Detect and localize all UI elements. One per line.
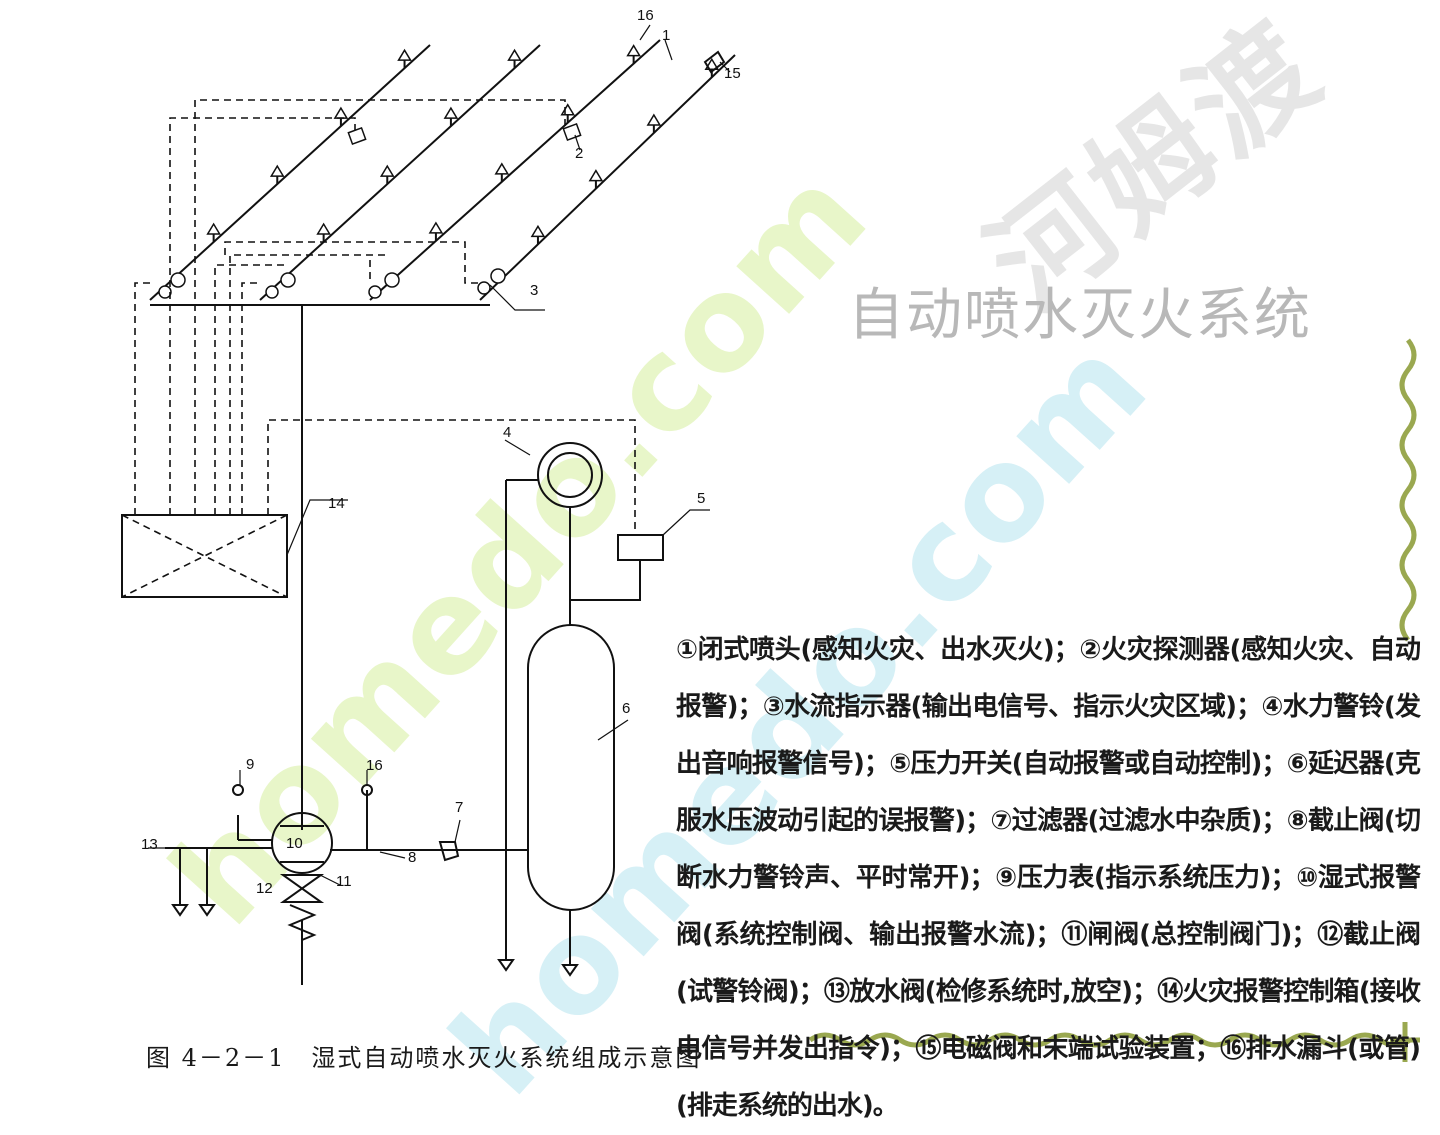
water-flow-indicators xyxy=(158,268,506,299)
sprinkler-head-2-3 xyxy=(443,106,459,119)
water-alarm-bell xyxy=(537,442,603,508)
label-7: 7 xyxy=(455,799,463,816)
solenoid-valve xyxy=(703,50,726,74)
label-10: 10 xyxy=(286,835,303,852)
sprinkler-head-2-1 xyxy=(316,222,331,235)
sprinkler-head-2-4 xyxy=(507,48,522,61)
label-13: 13 xyxy=(141,836,158,853)
branch-pipe-2 xyxy=(259,44,541,301)
subject-title: 自动喷水灭火系统 xyxy=(848,283,1312,348)
label-2: 2 xyxy=(575,145,583,162)
label-4: 4 xyxy=(503,424,511,441)
filter xyxy=(438,841,460,862)
fire-detector-2 xyxy=(562,123,582,141)
retard-chamber xyxy=(527,624,615,911)
sprinkler-head-1-1 xyxy=(206,222,221,235)
sprinkler-head-2-2 xyxy=(379,164,395,177)
sprinkler-head-3-3 xyxy=(560,103,576,116)
leader-lines xyxy=(148,24,731,886)
vine-border-right xyxy=(1399,338,1417,642)
fire-detector-1 xyxy=(347,127,367,145)
sprinkler-head-4-1 xyxy=(530,224,546,238)
label-11: 11 xyxy=(336,873,352,890)
label-6: 6 xyxy=(622,700,630,717)
label-3: 3 xyxy=(530,282,538,299)
vine-border-bottom xyxy=(808,1032,1412,1048)
label-9: 9 xyxy=(246,756,254,773)
branch-pipe-3 xyxy=(369,39,661,301)
sprinkler-head-4-3 xyxy=(646,113,662,126)
label-12: 12 xyxy=(256,880,273,897)
sprinkler-system-diagram: 16 1 15 2 3 4 14 5 6 9 16 7 13 10 8 11 1… xyxy=(121,7,1420,1062)
diagram-stage: 河姆渡 homedo.com homedo.com xyxy=(121,0,1421,1123)
pressure-gauge xyxy=(232,784,244,796)
label-16-top: 16 xyxy=(637,7,654,24)
label-1: 1 xyxy=(662,27,670,44)
sprinkler-heads xyxy=(206,44,720,245)
wet-alarm-valve xyxy=(271,812,333,874)
pressure-switch xyxy=(617,534,664,561)
sprinkler-head-3-4 xyxy=(626,44,641,57)
label-15: 15 xyxy=(724,65,741,82)
branch-pipe-1 xyxy=(149,44,431,301)
branch-pipe-4 xyxy=(479,54,736,301)
sprinkler-head-4-2 xyxy=(588,169,604,182)
label-16-bottom: 16 xyxy=(366,757,383,774)
gate-valve xyxy=(279,874,325,903)
label-14: 14 xyxy=(328,495,345,512)
component-legend: ①闭式喷头(感知火灾、出水灭火)；②火灾探测器(感知火灾、自动报警)；③水流指示… xyxy=(676,635,1421,1121)
sprinkler-head-1-2 xyxy=(269,164,285,177)
sprinkler-head-1-4 xyxy=(397,48,412,61)
sprinkler-head-1-3 xyxy=(333,106,349,119)
sprinkler-head-3-2 xyxy=(494,162,510,175)
fire-alarm-control-box xyxy=(121,514,288,598)
sprinkler-head-3-1 xyxy=(428,221,444,234)
signal-wiring xyxy=(134,99,636,535)
label-8: 8 xyxy=(408,849,416,866)
figure-caption: 图 4－2－1 湿式自动喷水灭火系统组成示意图 xyxy=(146,1044,702,1072)
label-5: 5 xyxy=(697,490,705,507)
vine-border-corner xyxy=(1390,1022,1420,1062)
